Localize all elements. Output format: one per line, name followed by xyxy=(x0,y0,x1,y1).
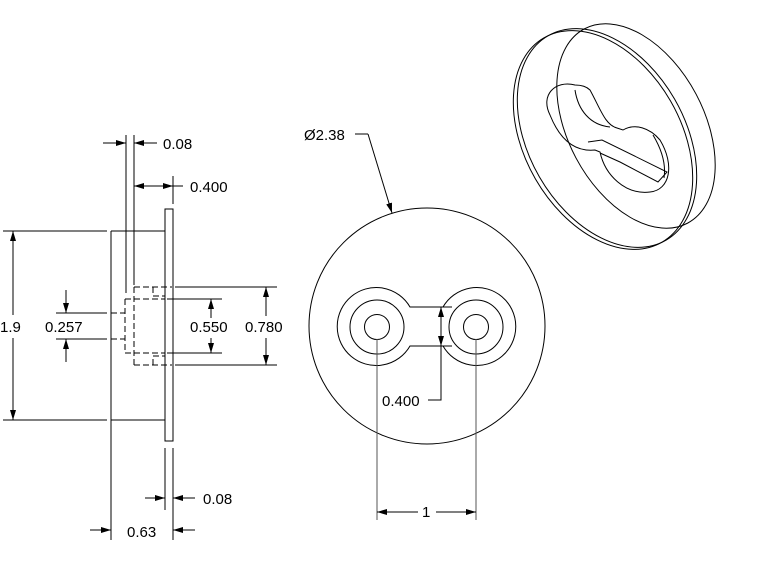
isometric-view xyxy=(512,23,716,250)
front-view: Ø2.38 0.400 1 xyxy=(304,127,546,521)
hidden-counterbore-inner xyxy=(124,298,165,354)
body-outline xyxy=(110,230,165,540)
dim-overall-depth: 0.63 xyxy=(127,524,156,541)
dim-counterbore-outer: 0.780 xyxy=(245,319,283,336)
ext-lines xyxy=(443,306,452,347)
ext-line xyxy=(172,176,183,204)
side-view: 0.08 0.400 1.9 0.257 0.550 0.780 0.08 xyxy=(0,135,283,541)
hole-left xyxy=(364,314,390,340)
iso-flange-face xyxy=(512,30,694,250)
iso-keyhole xyxy=(546,83,670,193)
ext-lines xyxy=(3,230,107,421)
dim-diameter: Ø2.38 xyxy=(304,127,345,144)
dim-hole-spacing: 1 xyxy=(422,504,430,521)
flange xyxy=(164,208,174,442)
leader xyxy=(428,346,442,401)
center-ext-lines xyxy=(376,339,477,520)
ext-lines xyxy=(164,448,174,540)
dim-bottom-thickness: 0.08 xyxy=(203,491,232,508)
dim-counterbore-inner: 0.550 xyxy=(190,319,228,336)
ext-lines xyxy=(175,286,277,366)
dim-top-thickness: 0.08 xyxy=(163,136,192,153)
hidden-slot xyxy=(111,312,125,340)
dim-flange-offset: 0.400 xyxy=(190,179,228,196)
iso-keyhole-inner xyxy=(574,89,668,183)
ext-lines-top xyxy=(125,135,135,293)
hidden-counterbore-outer xyxy=(133,286,172,366)
dim-overall-height: 1.9 xyxy=(0,319,21,336)
outer-disc xyxy=(308,207,546,445)
hole-right xyxy=(463,314,489,340)
dim-neck-width: 0.400 xyxy=(382,393,420,410)
dim-inner-slot: 0.257 xyxy=(45,319,83,336)
leader-arrow xyxy=(367,133,393,214)
keyhole-outline xyxy=(336,287,517,366)
iso-back-body xyxy=(556,23,716,229)
